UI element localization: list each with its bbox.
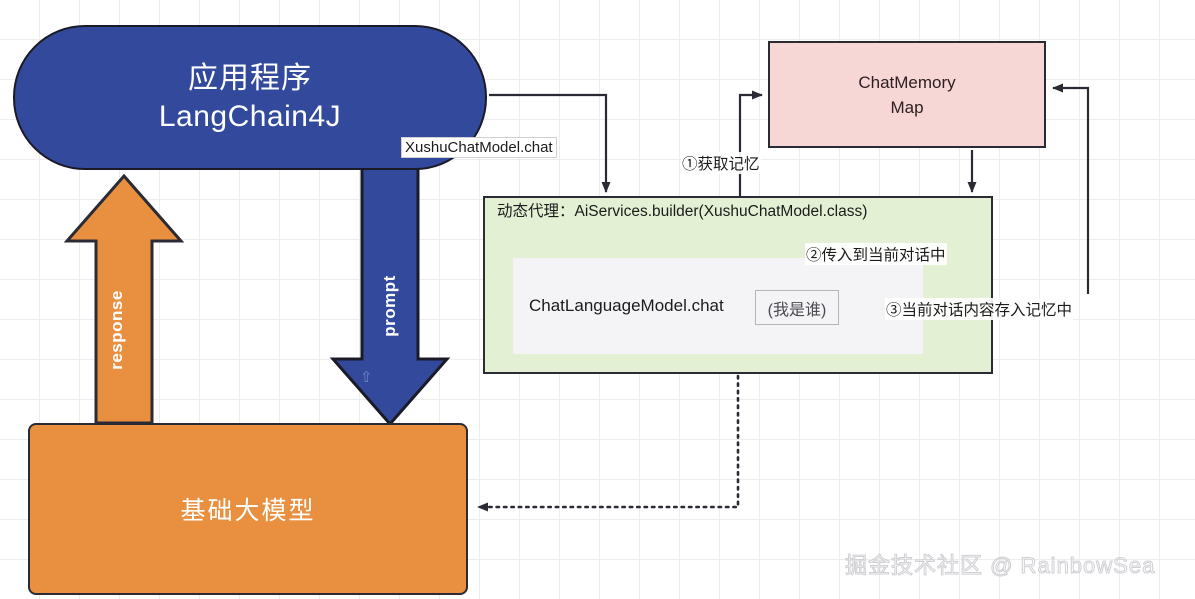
edge-proxy-to-model-dotted	[476, 374, 740, 512]
cursor-glyph-icon: ⇧	[360, 369, 373, 386]
who-am-i-input[interactable]: (我是谁)	[755, 290, 839, 325]
base-model-label: 基础大模型	[180, 497, 316, 525]
application-line2: LangChain4J	[158, 99, 342, 133]
dynamic-proxy-title: 动态代理：AiServices.builder(XushuChatModel.c…	[497, 203, 868, 220]
label-prompt: prompt	[380, 275, 399, 337]
edge-step3-to-memory	[1052, 83, 1090, 294]
label-response: response	[107, 290, 126, 370]
chat-memory-line1: ChatMemory	[858, 72, 956, 92]
label-xushu-chat-model-chat: XushuChatModel.chat	[401, 137, 557, 158]
edge-proxy-to-memory	[738, 90, 763, 196]
node-base-model[interactable]: 基础大模型	[28, 423, 468, 595]
chat-memory-line2: Map	[890, 97, 924, 117]
node-chat-memory-map[interactable]: ChatMemory Map	[768, 41, 1046, 148]
who-am-i-text: (我是谁)	[767, 301, 827, 319]
label-step2-pass-into-conversation: ②传入到当前对话中	[805, 243, 947, 265]
chat-language-model-label: ChatLanguageModel.chat	[529, 296, 724, 315]
label-step3-store-into-memory: ③当前对话内容存入记忆中	[885, 298, 1074, 320]
label-step1-get-memory: ①获取记忆	[681, 152, 761, 174]
watermark-text: 掘金技术社区 @ RainbowSea	[844, 553, 1156, 579]
application-line1: 应用程序	[188, 61, 312, 95]
